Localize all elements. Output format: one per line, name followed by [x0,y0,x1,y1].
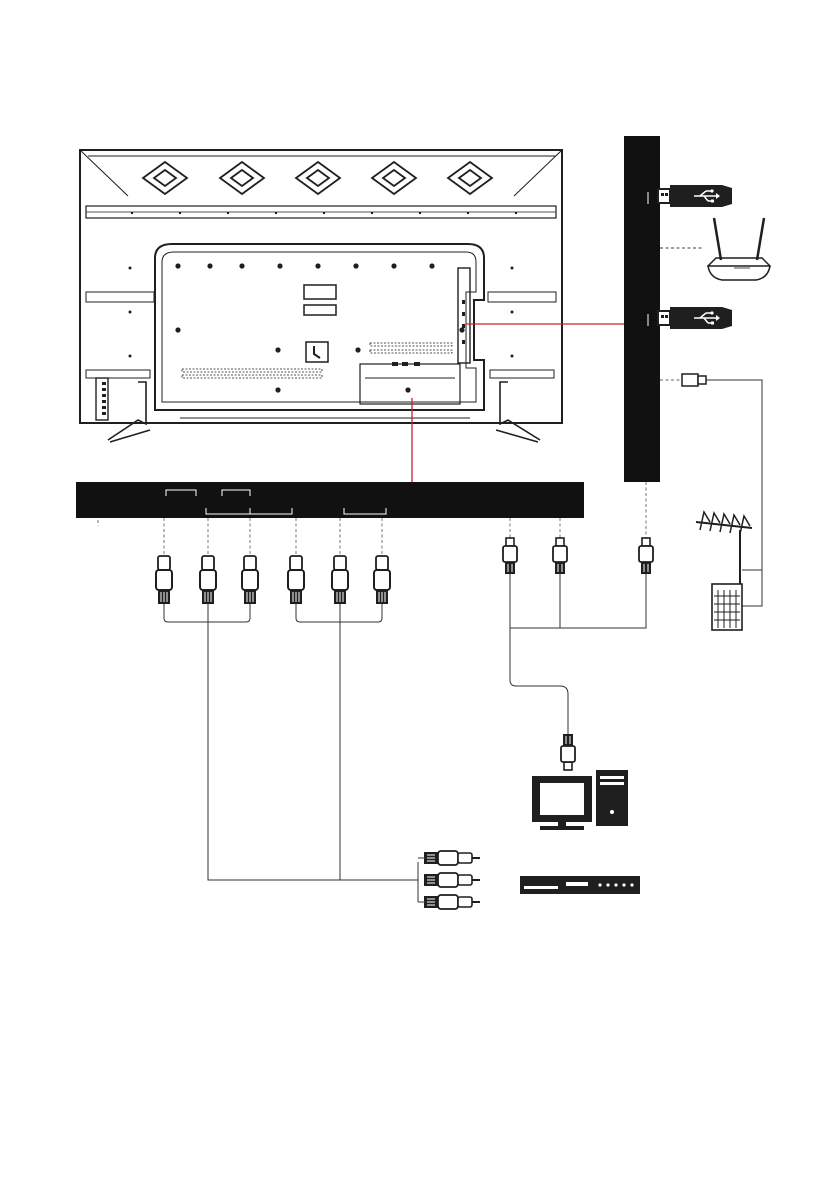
coax-plug-icon [682,374,706,386]
pc-hdmi-plug [561,734,575,770]
hdmi-plugs [503,538,653,574]
bottom-connector-panel-icon [76,482,584,518]
dvd-player-icon [520,876,640,894]
tv-rear-details [102,212,517,415]
leader-lines [412,324,624,482]
cables [208,380,762,902]
rca-plug-group-left [156,556,258,622]
side-connector-panel-icon [624,136,660,482]
av-plugs [418,851,480,909]
rca-plug-group-right [288,556,390,622]
computer-icon [532,770,628,830]
usb-stick-icon [658,307,732,329]
tv-rear-icon [80,150,562,442]
wifi-router-icon [708,218,770,280]
wall-socket-icon [712,584,742,630]
usb-stick-icon [658,185,732,207]
